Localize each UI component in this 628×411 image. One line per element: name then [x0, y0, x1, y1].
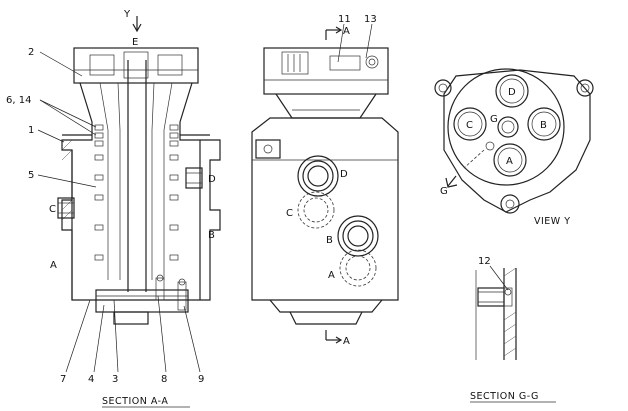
- side-top-block: [263, 47, 389, 95]
- section-marker-bottom-label: A: [343, 336, 350, 347]
- section-aa-view: Y E: [6, 9, 221, 408]
- side-port-c-hidden: [297, 191, 335, 229]
- side-exterior-view: A D C B A: [251, 14, 399, 347]
- bottom-boss: [113, 311, 149, 325]
- seal-rings-right: [169, 124, 179, 261]
- side-port-d-label: D: [340, 169, 348, 180]
- callout-3: 3: [112, 374, 118, 385]
- callout-8: 8: [161, 374, 167, 385]
- section-marker-top-label: A: [343, 26, 350, 37]
- view-y-port-g-label: G: [490, 114, 498, 125]
- view-y-center-port: [497, 116, 519, 138]
- view-y-caption: VIEW Y: [534, 216, 571, 227]
- side-port-c-label: C: [286, 208, 293, 219]
- callout-6-14: 6, 14: [6, 95, 31, 106]
- view-y-port-d: [495, 74, 529, 108]
- callout-7: 7: [60, 374, 66, 385]
- view-y-flange: [443, 69, 591, 213]
- view-y-port-b: [527, 107, 561, 141]
- view-y-body: [447, 68, 565, 186]
- side-main-body: [251, 117, 399, 301]
- seal-rings-left: [94, 124, 104, 261]
- port-a-label: A: [50, 260, 57, 271]
- port-c-label: C: [49, 204, 56, 215]
- side-port-b: [337, 215, 379, 257]
- callout-9: 9: [198, 374, 204, 385]
- view-y-section-arrow-label: G: [440, 186, 448, 197]
- section-aa-caption: SECTION A-A: [102, 396, 168, 407]
- side-port-a-label: A: [328, 270, 335, 281]
- callout-13: 13: [364, 14, 377, 25]
- main-body-outline: [61, 134, 221, 301]
- callout-4: 4: [88, 374, 94, 385]
- bottom-plate: [95, 289, 189, 313]
- port-d-label: D: [208, 174, 216, 185]
- view-y-port-a-label: A: [506, 156, 513, 167]
- view-y-port-a: [493, 143, 527, 177]
- callout-12: 12: [478, 256, 491, 267]
- view-y: D C G B A G VIEW Y: [434, 68, 594, 227]
- view-y-port-c-label: C: [466, 120, 473, 131]
- callout-1: 1: [28, 125, 34, 136]
- section-gg-view: 12 SECTION G-G: [470, 256, 556, 403]
- callout-5: 5: [28, 170, 34, 181]
- callout-2: 2: [28, 47, 34, 58]
- view-y-port-d-label: D: [508, 87, 516, 98]
- section-gg-caption: SECTION G-G: [470, 391, 539, 402]
- nameplate: [329, 55, 361, 71]
- view-y-port-b-label: B: [540, 120, 547, 131]
- view-y-port-c: [453, 107, 487, 141]
- top-cap: [73, 47, 199, 84]
- port-d-fitting: [185, 167, 203, 189]
- side-port-b-label: B: [326, 235, 333, 246]
- side-port-a-hidden: [339, 249, 377, 287]
- callout-11: 11: [338, 14, 351, 25]
- view-y-arrow-label: Y: [123, 9, 131, 20]
- port-c-fitting: [57, 197, 75, 219]
- port-e-label: E: [132, 37, 138, 48]
- section-gg-port: [477, 287, 505, 307]
- port-b-label: B: [208, 230, 215, 241]
- side-port-d: [297, 155, 339, 197]
